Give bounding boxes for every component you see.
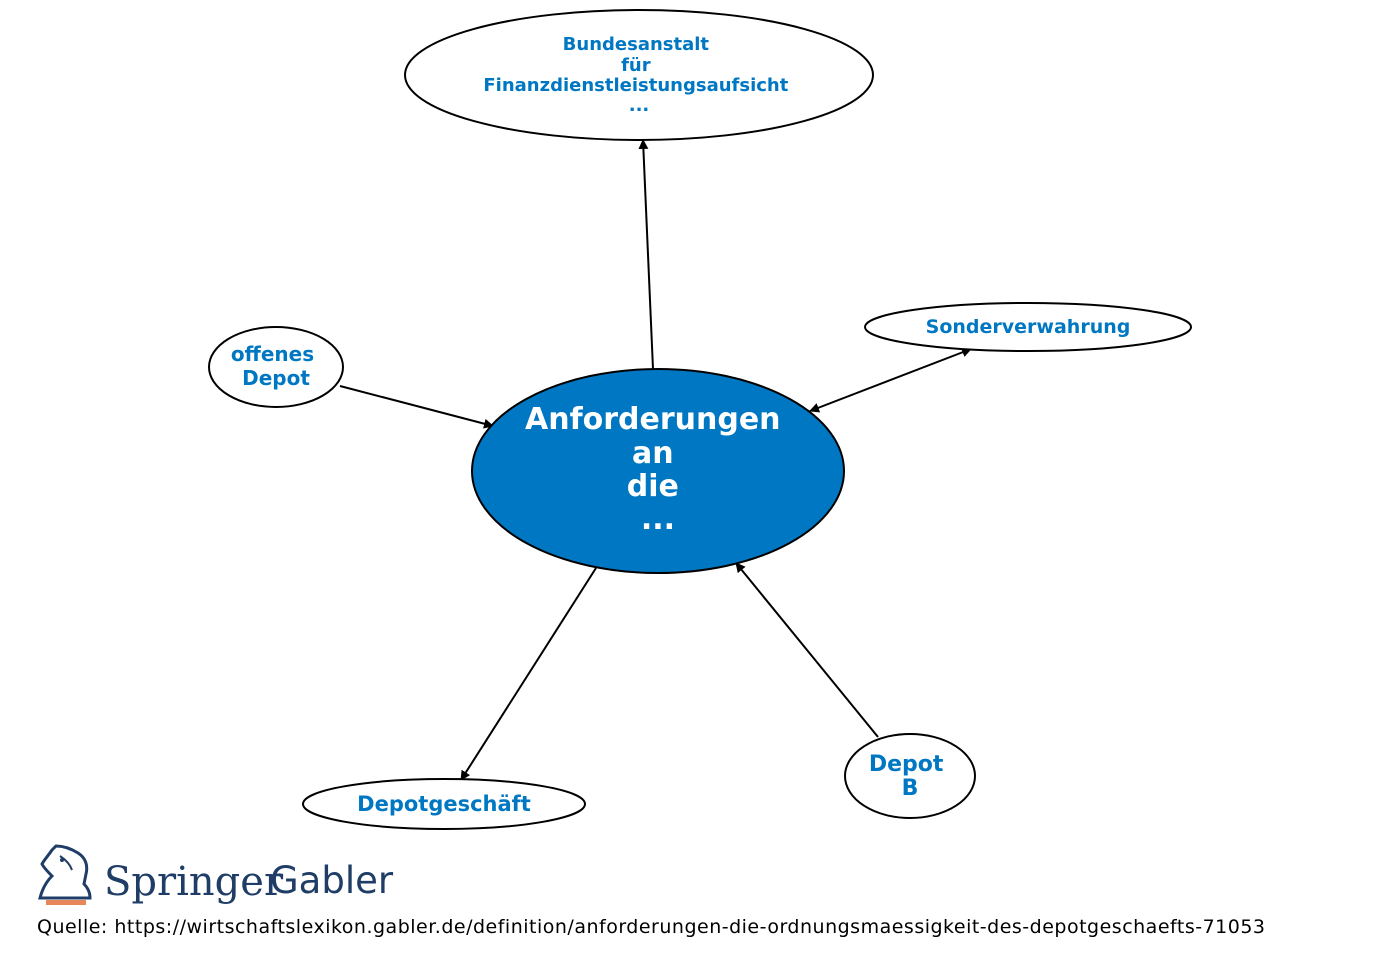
edge-offenes-depot-to-center <box>339 385 494 429</box>
node-bafin-shape <box>404 9 874 141</box>
node-center-shape <box>471 368 845 574</box>
node-center-line-3: die <box>627 469 679 504</box>
node-bafin-line-1: Bundesanstalt <box>563 34 710 55</box>
node-center-line-1: Anforderungen <box>525 402 781 437</box>
node-sonderverwahrung-line-1: Sonderverwahrung <box>926 316 1131 338</box>
node-bafin-line-4: ... <box>629 95 650 116</box>
node-bafin-line-2: für <box>621 55 651 76</box>
node-offenes-depot[interactable]: offenes Depot <box>208 326 344 408</box>
edges-layer <box>339 139 972 781</box>
node-depot-b-shape <box>844 733 976 819</box>
svg-text:Anforderungen an d: Anforderungen an die ... <box>525 402 791 537</box>
knight-horse-icon <box>38 844 92 905</box>
node-sonderverwahrung-shape <box>864 302 1192 352</box>
svg-text:Depotgeschäft: Depotgeschäft <box>357 792 531 816</box>
node-depotgeschaeft-line-1: Depotgeschäft <box>357 792 531 816</box>
source-url[interactable]: https://wirtschaftslexikon.gabler.de/def… <box>114 916 1266 938</box>
source-label: Quelle: <box>37 916 108 938</box>
node-depotgeschaeft-shape <box>302 778 586 830</box>
node-center[interactable]: Anforderungen an die ... <box>471 368 845 574</box>
node-sonderverwahrung[interactable]: Sonderverwahrung <box>864 302 1192 352</box>
node-depot-b[interactable]: Depot B <box>844 733 976 819</box>
svg-text:offenes Depot: offenes Depot <box>231 342 321 390</box>
edge-center-to-bafin <box>638 139 654 370</box>
svg-text:Sonderverwahrung: Sonderverwahrung <box>926 316 1131 338</box>
springer-gabler-logo: Springer Gabler <box>38 844 394 905</box>
svg-text:Depot B: Depot B <box>869 752 951 801</box>
node-offenes-depot-shape <box>208 326 344 408</box>
node-depotgeschaeft[interactable]: Depotgeschäft <box>302 778 586 830</box>
edge-depot-b-to-center <box>735 562 879 738</box>
source-citation: Quelle: https://wirtschaftslexikon.gable… <box>37 916 1266 938</box>
edge-center-sonderverwahrung <box>809 347 972 413</box>
svg-text:Bundesanstalt für: Bundesanstalt für Finanzdienstleistungsa… <box>483 34 794 116</box>
node-center-line-4: ... <box>641 502 675 537</box>
node-bafin[interactable]: Bundesanstalt für Finanzdienstleistungsa… <box>404 9 874 141</box>
node-center-line-2: an <box>632 436 674 471</box>
logo-springer-text: Springer <box>104 859 284 905</box>
logo-gabler-text: Gabler <box>270 859 394 902</box>
node-depot-b-line-1: Depot <box>869 752 944 777</box>
edge-center-to-depotgeschaeft <box>460 567 597 781</box>
node-offenes-depot-line-2: Depot <box>242 366 310 390</box>
node-depot-b-line-2: B <box>902 776 919 801</box>
node-offenes-depot-line-1: offenes <box>231 342 314 366</box>
node-bafin-line-3: Finanzdienstleistungsaufsicht <box>483 75 788 96</box>
